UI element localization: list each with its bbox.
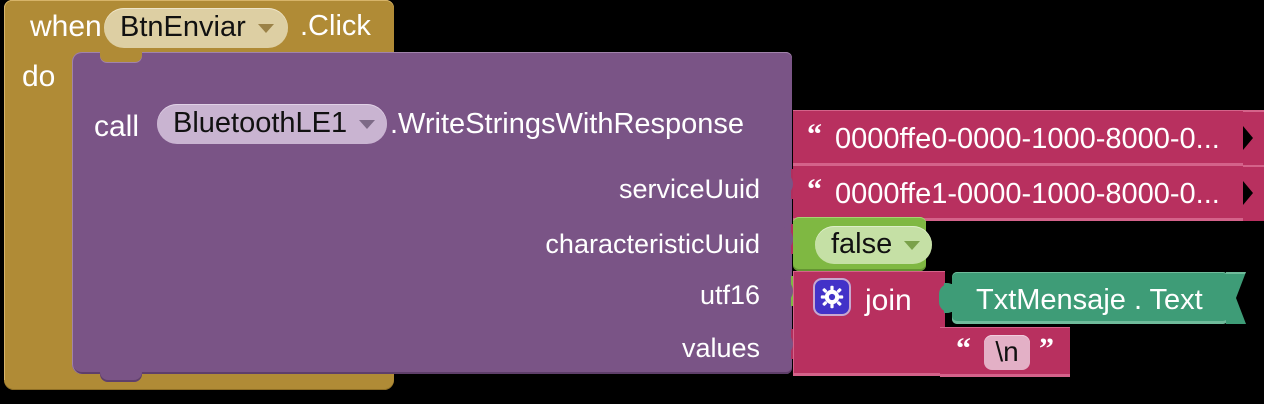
call-method-name: .WriteStringsWithResponse xyxy=(390,108,745,140)
text-block-open-quote: “ xyxy=(807,173,822,206)
gear-icon[interactable] xyxy=(813,278,851,316)
text-block-newline-value: \n xyxy=(995,335,1019,367)
text-block-right-edge xyxy=(1243,110,1264,166)
call-block-body xyxy=(72,52,792,374)
call-block-top-notch xyxy=(100,51,142,62)
join-block[interactable]: join xyxy=(793,271,956,376)
param-label-values: values xyxy=(681,333,760,363)
param-label-characteristicuuid: characteristicUuid xyxy=(545,229,760,259)
event-component-dropdown[interactable]: BtnEnviar xyxy=(104,8,288,48)
getter-block-right-edge xyxy=(1226,272,1248,324)
text-block-service-uuid-value[interactable]: 0000ffe0-0000-1000-8000-0... xyxy=(835,123,1220,155)
text-block-open-quote: “ xyxy=(807,118,822,151)
text-block-newline[interactable]: “ \n ” xyxy=(927,327,1070,377)
text-block-open-quote: “ xyxy=(956,332,971,365)
text-block-service-uuid[interactable]: “ 0000ffe0-0000-1000-8000-0... xyxy=(793,110,1264,166)
text-block-close-quote: ” xyxy=(1039,332,1054,365)
text-block-characteristic-uuid-value[interactable]: 0000ffe1-0000-1000-8000-0... xyxy=(835,178,1220,210)
param-label-serviceuuid: serviceUuid xyxy=(618,174,760,204)
chevron-down-icon[interactable] xyxy=(359,119,376,129)
call-block-bottom-bump xyxy=(100,370,142,382)
call-component-name: BluetoothLE1 xyxy=(173,106,348,139)
getter-block-left-plug xyxy=(939,284,953,312)
logic-value-dropdown[interactable]: false xyxy=(815,226,933,264)
text-block-right-edge xyxy=(1243,165,1264,221)
chevron-down-icon[interactable] xyxy=(257,23,274,33)
event-keyword-when: when xyxy=(30,10,102,43)
join-label: join xyxy=(865,284,912,317)
chevron-down-icon[interactable] xyxy=(904,240,921,250)
getter-block-txtmensaje-text[interactable]: TxtMensaje . Text xyxy=(939,272,1246,324)
text-block-newline-input[interactable]: \n xyxy=(984,335,1030,370)
logic-value-label: false xyxy=(831,227,893,260)
call-keyword: call xyxy=(94,110,140,143)
param-label-utf16: utf16 xyxy=(699,280,760,310)
event-name-label: .Click xyxy=(300,10,371,42)
event-component-name: BtnEnviar xyxy=(120,10,246,43)
event-block-left-column xyxy=(4,50,76,380)
getter-block-label: TxtMensaje . Text xyxy=(976,284,1203,316)
call-block-bluetoothle1-writestringswithresponse[interactable]: call BluetoothLE1 .WriteStringsWithRespo… xyxy=(72,51,803,382)
event-block-btnenviar-click[interactable]: when BtnEnviar .Click do xyxy=(4,0,394,400)
logic-block-false[interactable]: false xyxy=(793,217,933,271)
text-block-left-plug xyxy=(927,338,941,366)
call-component-dropdown[interactable]: BluetoothLE1 xyxy=(157,104,388,144)
text-block-characteristic-uuid[interactable]: “ 0000ffe1-0000-1000-8000-0... xyxy=(793,165,1264,221)
event-keyword-do: do xyxy=(22,60,56,93)
